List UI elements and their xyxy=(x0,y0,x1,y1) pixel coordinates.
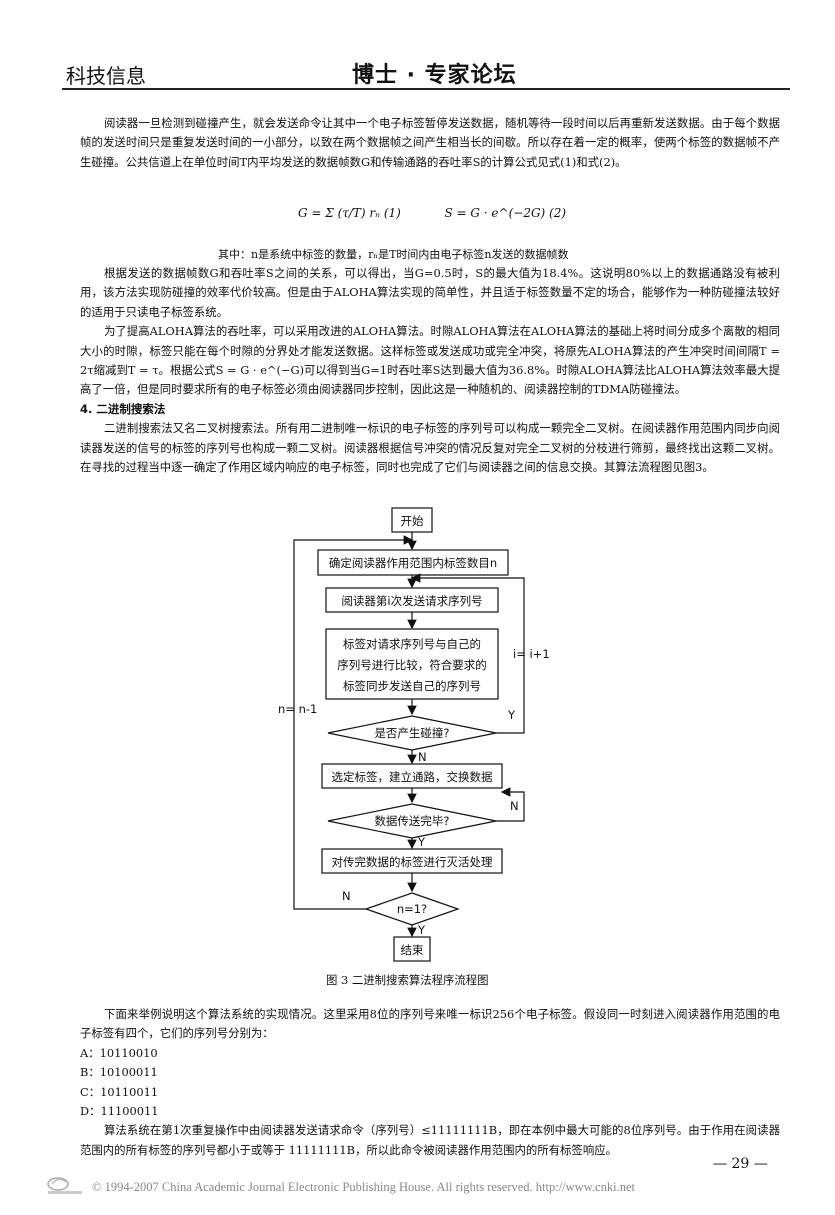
tag-c: C：10110011 xyxy=(80,1084,159,1099)
flow-step4-text: 选定标签，建立通路，交换数据 xyxy=(332,770,493,784)
flow-label-no-2: N xyxy=(510,799,519,813)
flow-loop-transfer xyxy=(496,787,525,822)
paragraph-4: 二进制搜索法又名二叉树搜索法。所有用二进制唯一标识的电子标签的序列号可以构成一颗… xyxy=(80,421,780,475)
flow-label-i: i= i+1 xyxy=(513,647,550,661)
flow-step1-text: 确定阅读器作用范围内标签数目n xyxy=(329,556,497,570)
flow-end-box xyxy=(393,936,431,962)
page-number: — 29 — xyxy=(713,1156,768,1172)
flow-step3-line-1: 标签对请求序列号与自己的 xyxy=(343,637,481,651)
flow-start-text: 开始 xyxy=(401,514,424,528)
flow-decision3-text: n=1? xyxy=(397,902,427,916)
flow-label-yes-1: Y xyxy=(507,708,516,722)
paragraph-group: 根据发送的数据帧数G和吞吐率S之间的关系，可以得出，当G=0.5时，S的最大值为… xyxy=(80,264,780,477)
flow-step3-line-2: 序列号进行比较，符合要求的 xyxy=(337,658,487,672)
paragraph-2: 根据发送的数据帧数G和吞吐率S之间的关系，可以得出，当G=0.5时，S的最大值为… xyxy=(80,266,780,319)
journal-name: 科技信息 xyxy=(66,64,146,88)
copyright-notice: © 1994-2007 China Academic Journal Elect… xyxy=(92,1180,635,1194)
formula-note: 其中：n是系统中标签的数量，rₙ是T时间内由电子标签n发送的数据帧数 xyxy=(218,248,569,261)
flow-step5-text: 对传完数据的标签进行灭活处理 xyxy=(332,855,493,869)
formula-1: G = Σ (τ/T) rₙ (1) xyxy=(298,206,401,220)
paragraph-1-text: 阅读器一旦检测到碰撞产生，就会发送命令让其中一个电子标签暂停发送数据，随机等待一… xyxy=(80,116,780,169)
flow-label-yes-2: Y xyxy=(417,835,426,849)
flow-label-no-1: N xyxy=(418,750,427,764)
formula-2: S = G · e^(−2G) (2) xyxy=(444,206,567,220)
tag-a: A：10110010 xyxy=(80,1045,158,1060)
paragraph-6: 算法系统在第1次重复操作中由阅读器发送请求命令（序列号）≤11111111B，即… xyxy=(80,1123,780,1157)
flow-step3-line-3: 标签同步发送自己的序列号 xyxy=(343,679,481,693)
cnki-logo-icon xyxy=(47,1177,82,1194)
flow-decision1-text: 是否产生碰撞? xyxy=(374,726,449,740)
flow-loop-i xyxy=(410,573,525,734)
tag-b: B：10100011 xyxy=(80,1065,158,1080)
flow-end-text: 结束 xyxy=(401,943,424,957)
flow-loop-n xyxy=(293,535,414,910)
paragraph-5: 下面来举例说明这个算法系统的实现情况。这里采用8位的序列号来唯一标识256个电子… xyxy=(80,1007,780,1041)
flow-label-n: n= n-1 xyxy=(278,702,317,716)
flow-decision2-text: 数据传送完毕? xyxy=(374,814,449,828)
paragraph-1: 阅读器一旦检测到碰撞产生，就会发送命令让其中一个电子标签暂停发送数据，随机等待一… xyxy=(80,114,780,172)
paragraph-3: 为了提高ALOHA算法的吞吐率，可以采用改进的ALOHA算法。时隙ALOHA算法… xyxy=(80,324,780,397)
flow-label-yes-3: Y xyxy=(417,923,426,937)
flow-step2-text: 阅读器第i次发送请求序列号 xyxy=(341,594,482,608)
tag-d: D：11100011 xyxy=(80,1104,159,1119)
section-heading-4: 4. 二进制搜索法 xyxy=(80,401,166,416)
header-rule xyxy=(62,88,790,90)
formula-block: G = Σ (τ/T) rₙ (1) S = G · e^(−2G) (2) xyxy=(298,206,566,220)
paragraph-group-2: 下面来举例说明这个算法系统的实现情况。这里采用8位的序列号来唯一标识256个电子… xyxy=(80,1005,780,1160)
flowchart-figure: 开始 确定阅读器作用范围内标签数目n 阅读器第i次发送请求序列号 标签对请求序列… xyxy=(278,507,550,962)
column-title: 博士 · 专家论坛 xyxy=(352,63,517,88)
flow-label-no-3: N xyxy=(342,889,351,903)
figure-caption: 图 3 二进制搜索算法程序流程图 xyxy=(326,973,489,987)
